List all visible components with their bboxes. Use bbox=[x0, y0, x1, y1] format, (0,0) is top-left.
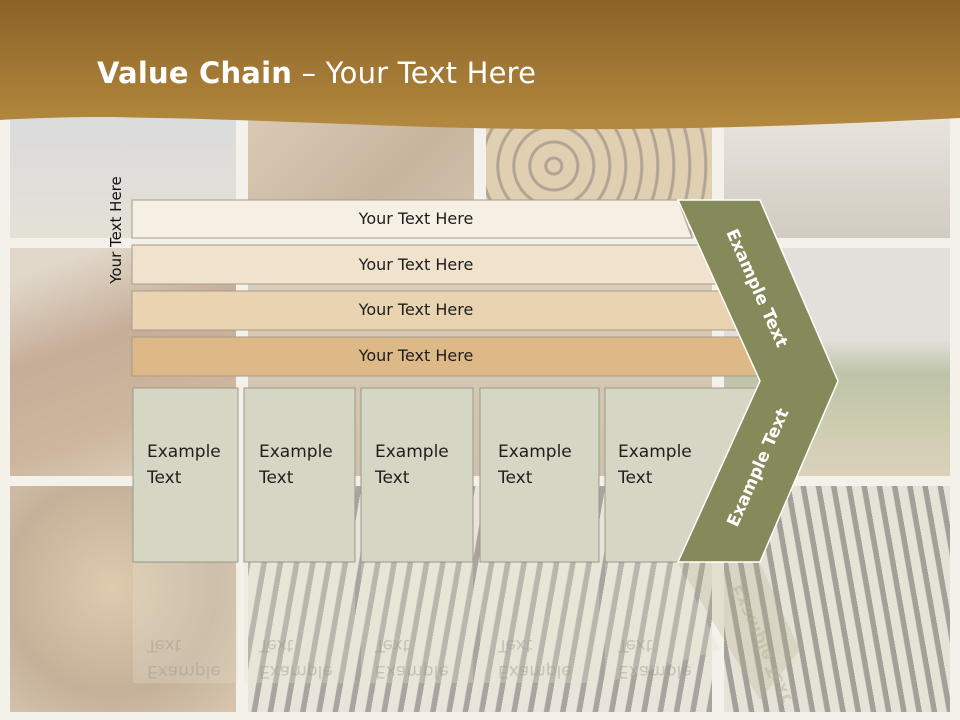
primary-column-4 bbox=[479, 387, 600, 563]
margin-chevron bbox=[676, 199, 839, 563]
primary-column-3 bbox=[360, 387, 474, 563]
header-band bbox=[0, 0, 960, 130]
support-bar-3-label: Your Text Here bbox=[358, 300, 474, 319]
support-bar-2-label: Your Text Here bbox=[358, 255, 474, 274]
title-bold: Value Chain bbox=[97, 56, 293, 90]
support-bar-4-label: Your Text Here bbox=[358, 346, 474, 365]
primary-column-1 bbox=[132, 387, 239, 563]
support-bar-1 bbox=[131, 199, 693, 239]
primary-column-2 bbox=[243, 387, 356, 563]
support-bar-1-label: Your Text Here bbox=[358, 209, 474, 228]
slide-title: Value Chain – Your Text Here bbox=[97, 56, 536, 90]
reflection-group bbox=[133, 563, 800, 700]
title-rest: – Your Text Here bbox=[292, 56, 537, 90]
